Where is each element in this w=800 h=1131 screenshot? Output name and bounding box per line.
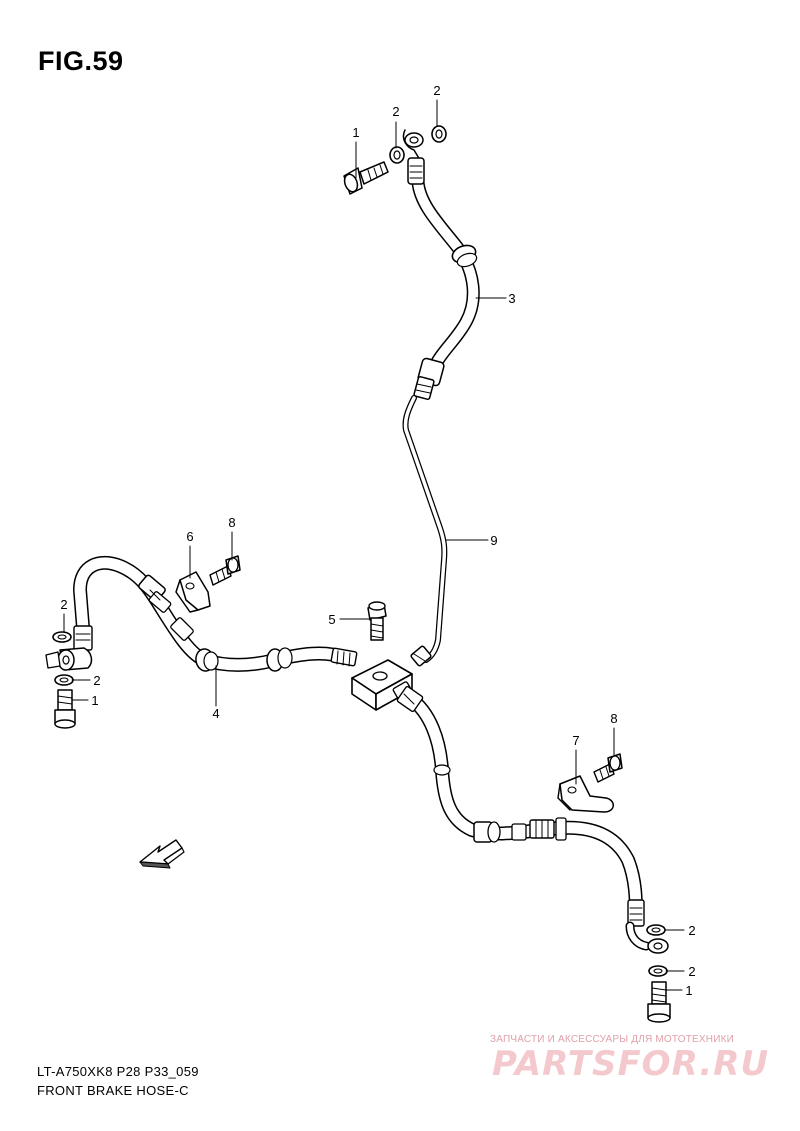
upper-brake-hose xyxy=(402,129,480,401)
banjo-bolt-right xyxy=(647,981,671,1023)
joint-bolt xyxy=(367,601,387,641)
banjo-bolt-top xyxy=(343,161,389,195)
fwd-direction-arrow xyxy=(139,839,185,869)
clamp-bolt-left xyxy=(209,555,241,586)
callout-9: 9 xyxy=(490,533,497,548)
washer-right-a xyxy=(646,924,666,936)
washer-right-b xyxy=(648,965,668,977)
callout-2-right-a: 2 xyxy=(688,923,695,938)
washer-left-b xyxy=(54,674,74,686)
callout-2-top-b: 2 xyxy=(433,83,440,98)
banjo-bolt-left xyxy=(54,689,76,729)
callout-2-top-a: 2 xyxy=(392,104,399,119)
left-brake-hose xyxy=(45,555,358,672)
hose-clamp-left xyxy=(175,571,211,613)
right-brake-hose xyxy=(396,685,669,954)
leader-lines xyxy=(63,99,685,991)
callout-numbers: 1 2 2 3 9 6 8 5 2 2 1 4 7 8 2 2 1 xyxy=(60,83,695,998)
clamp-bolt-right xyxy=(593,753,623,783)
washer-left-a xyxy=(52,631,72,643)
watermark-tagline: ЗАПЧАСТИ И АКСЕССУАРЫ ДЛЯ МОТОТЕХНИКИ xyxy=(490,1034,735,1045)
callout-1-top: 1 xyxy=(352,125,359,140)
callout-6: 6 xyxy=(186,529,193,544)
hose-clamp-right xyxy=(557,775,614,813)
brake-pipe xyxy=(402,395,448,667)
part-group-name: FRONT BRAKE HOSE-C xyxy=(37,1083,189,1098)
callout-5: 5 xyxy=(328,612,335,627)
callout-1-left: 1 xyxy=(91,693,98,708)
callout-4: 4 xyxy=(212,706,219,721)
callout-2-left-b: 2 xyxy=(93,673,100,688)
callout-7: 7 xyxy=(572,733,579,748)
callout-8-left: 8 xyxy=(228,515,235,530)
callout-3: 3 xyxy=(508,291,515,306)
callout-2-left-a: 2 xyxy=(60,597,67,612)
callout-8-right: 8 xyxy=(610,711,617,726)
callout-1-right: 1 xyxy=(685,983,692,998)
watermark-logo: PARTSFOR.RU xyxy=(492,1044,770,1084)
washer-top-b xyxy=(431,125,447,143)
callout-2-right-b: 2 xyxy=(688,964,695,979)
model-code: LT-A750XK8 P28 P33_059 xyxy=(37,1064,199,1079)
figure-title: FIG.59 xyxy=(38,46,124,76)
washer-top-a xyxy=(389,146,405,164)
